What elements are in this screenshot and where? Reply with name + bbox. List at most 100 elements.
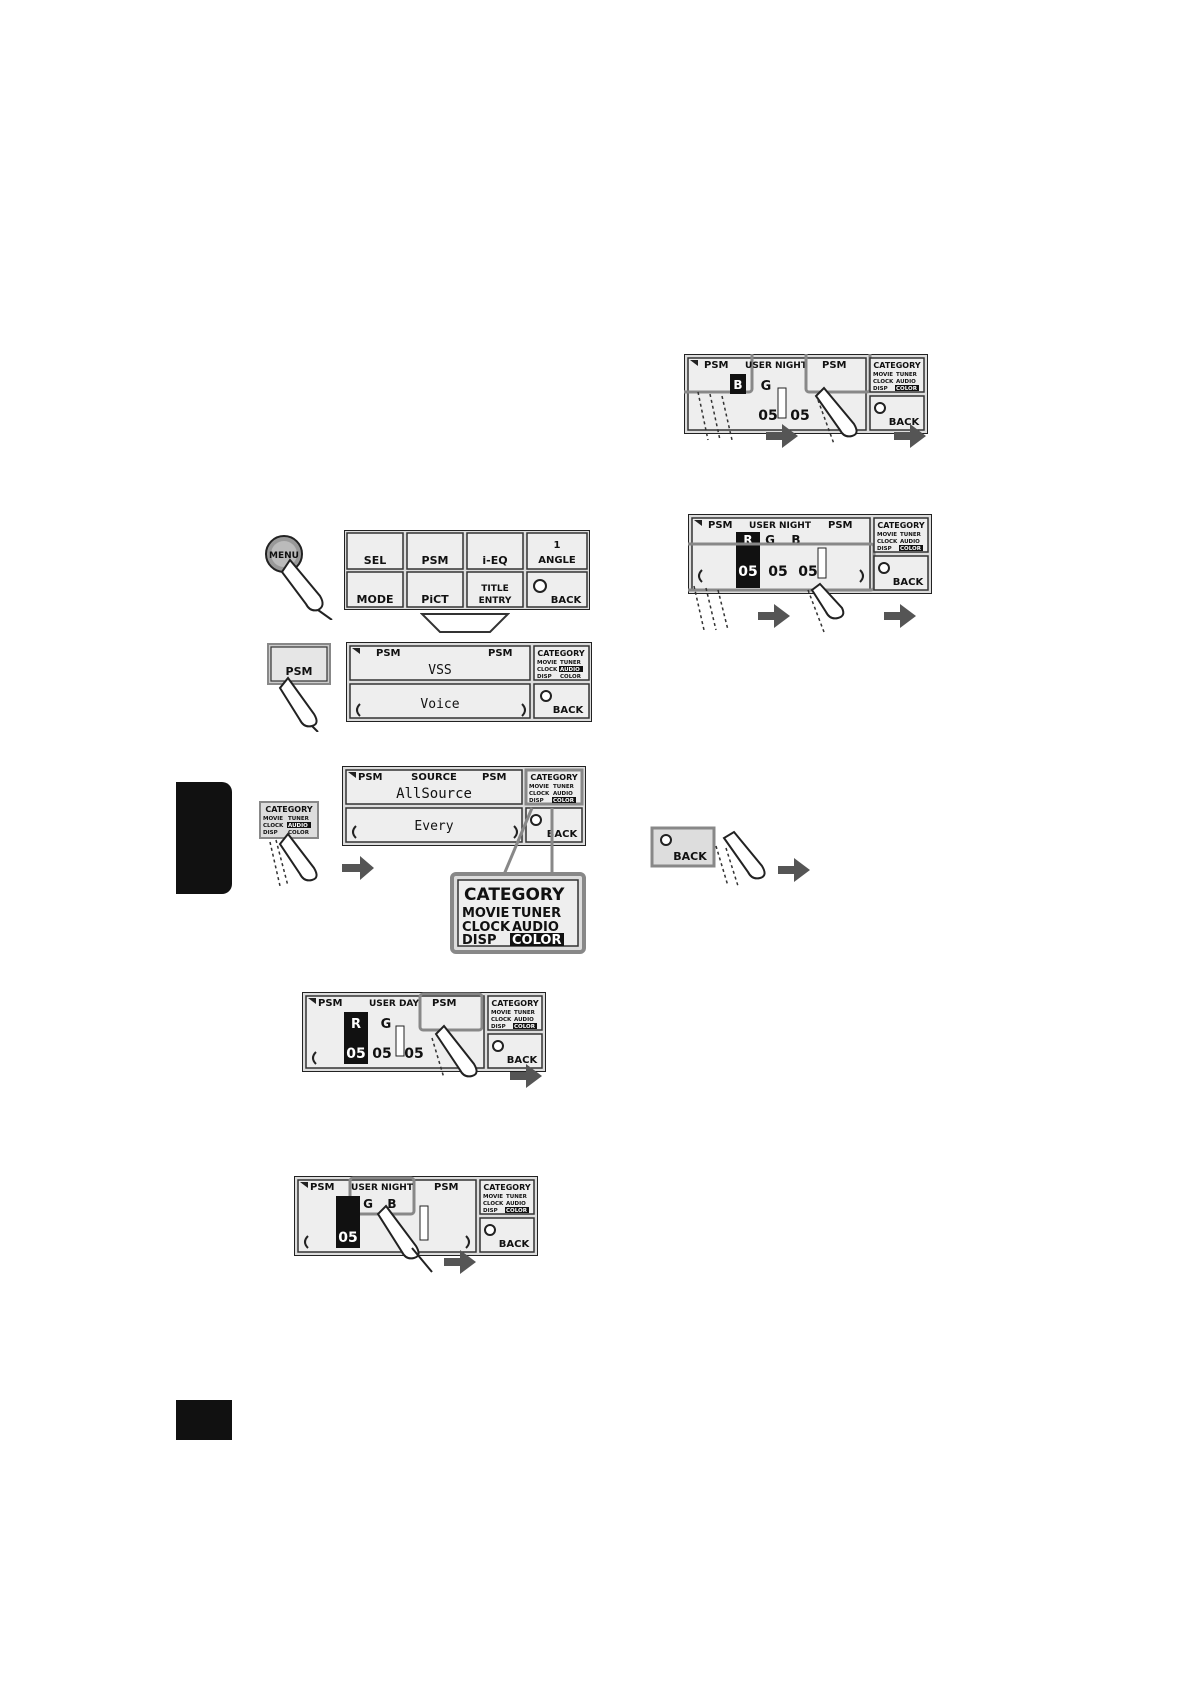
user-day-screen: PSM USER DAY PSM R 05 G 05 05 CATEGORY M… xyxy=(302,992,546,1072)
category-tuner: TUNER xyxy=(514,1010,536,1016)
user-night-fingers-3 xyxy=(693,582,916,633)
user-night-header: USER NIGHT xyxy=(351,1183,414,1193)
rotate-right-icon xyxy=(859,569,864,583)
blue-level[interactable]: 05 xyxy=(790,408,809,424)
category-clock: CLOCK xyxy=(529,791,550,797)
menu-item-sel[interactable]: SEL xyxy=(364,554,386,567)
menu-press-illustration: MENU xyxy=(265,535,333,620)
arrow-right-icon xyxy=(894,424,926,448)
menu-button-label[interactable]: MENU xyxy=(269,551,299,561)
category-movie: MOVIE xyxy=(873,372,893,378)
user-night-screen-3: PSM USER NIGHT PSM R G B 05 05 05 CATEGO… xyxy=(688,514,932,594)
green-level[interactable]: 05 xyxy=(768,564,787,580)
category-disp: DISP xyxy=(537,674,552,680)
psm-left-label[interactable]: PSM xyxy=(376,648,401,659)
back-label[interactable]: BACK xyxy=(893,577,925,588)
menu-item-entry[interactable]: ENTRY xyxy=(479,596,512,606)
back-label[interactable]: BACK xyxy=(547,829,579,840)
rotate-left-icon xyxy=(352,825,357,839)
green-level[interactable]: 05 xyxy=(372,1046,391,1062)
category-tuner: TUNER xyxy=(896,372,918,378)
back-label[interactable]: BACK xyxy=(889,417,921,428)
psm-left-label[interactable]: PSM xyxy=(358,772,383,783)
psm-right-label[interactable]: PSM xyxy=(488,648,513,659)
blue-channel-label: B xyxy=(791,533,800,547)
source-title: AllSource xyxy=(396,786,472,802)
category-key-title[interactable]: CATEGORY xyxy=(265,805,312,814)
category-tuner: TUNER xyxy=(560,660,582,666)
menu-item-pict[interactable]: PiCT xyxy=(421,593,449,606)
source-screen: PSM SOURCE PSM AllSource Every CATEGORY … xyxy=(342,766,586,846)
red-level[interactable]: 05 xyxy=(738,564,757,580)
user-night-finger-1 xyxy=(376,1204,476,1274)
red-level[interactable]: 05 xyxy=(338,1230,357,1246)
category-zoom-title: CATEGORY xyxy=(464,885,565,905)
vss-title: VSS xyxy=(428,663,451,678)
psm-left-label[interactable]: PSM xyxy=(310,1182,335,1193)
menu-item-angle[interactable]: ANGLE xyxy=(538,555,576,566)
category-tuner: TUNER xyxy=(553,784,575,790)
category-audio: AUDIO xyxy=(514,1017,534,1023)
knob-icon xyxy=(492,1040,504,1052)
back-label[interactable]: BACK xyxy=(553,705,585,716)
psm-left-label[interactable]: PSM xyxy=(318,998,343,1009)
category-title[interactable]: CATEGORY xyxy=(491,999,538,1008)
category-audio: AUDIO xyxy=(553,791,573,797)
knob-icon xyxy=(540,690,552,702)
menu-item-title: TITLE xyxy=(481,584,509,594)
knob-icon xyxy=(484,1224,496,1236)
menu-item-mode[interactable]: MODE xyxy=(357,593,394,606)
psm-left-label[interactable]: PSM xyxy=(708,520,733,531)
category-title[interactable]: CATEGORY xyxy=(877,521,924,530)
knob-icon xyxy=(874,402,886,414)
rotate-left-icon xyxy=(304,1235,309,1249)
blue-level[interactable]: 05 xyxy=(798,564,817,580)
red-level[interactable]: 05 xyxy=(346,1046,365,1062)
category-color: COLOR xyxy=(514,1024,536,1030)
category-key-tuner: TUNER xyxy=(288,816,310,822)
blue-level[interactable]: 05 xyxy=(404,1046,423,1062)
psm-right-label[interactable]: PSM xyxy=(434,1182,459,1193)
green-channel-label: G xyxy=(381,1017,392,1032)
psm-left-label[interactable]: PSM xyxy=(704,360,729,371)
green-level[interactable]: 05 xyxy=(758,408,777,424)
green-channel-label: G xyxy=(765,533,775,547)
category-zoom-audio: AUDIO xyxy=(512,920,559,935)
category-title[interactable]: CATEGORY xyxy=(483,1183,530,1192)
chapter-tab xyxy=(176,782,232,894)
arrow-right-icon xyxy=(766,424,798,448)
page-number-box xyxy=(176,1400,232,1440)
arrow-right-icon xyxy=(884,604,916,628)
user-night-header: USER NIGHT xyxy=(749,521,812,531)
category-disp: DISP xyxy=(877,546,892,552)
rotate-right-icon xyxy=(465,1235,470,1249)
back-label[interactable]: BACK xyxy=(499,1239,531,1250)
category-key-movie: MOVIE xyxy=(263,816,283,822)
category-key-color: COLOR xyxy=(288,830,310,836)
category-title[interactable]: CATEGORY xyxy=(873,361,920,370)
menu-item-angle-number: 1 xyxy=(554,540,561,551)
back-label[interactable]: BACK xyxy=(507,1055,539,1066)
category-zoom-clock: CLOCK xyxy=(462,920,511,935)
red-channel-label: R xyxy=(743,533,752,547)
back-key-label[interactable]: BACK xyxy=(673,850,707,863)
arrow-right-icon xyxy=(342,856,374,880)
category-clock: CLOCK xyxy=(491,1017,512,1023)
psm-right-label[interactable]: PSM xyxy=(482,772,507,783)
psm-key-label[interactable]: PSM xyxy=(286,665,313,678)
category-zoom-disp: DISP xyxy=(462,933,497,948)
rotate-left-icon xyxy=(698,569,703,583)
menu-grid: SEL PSM i-EQ 1 ANGLE MODE PiCT TITLE ENT… xyxy=(346,532,588,608)
knob-icon xyxy=(878,562,890,574)
psm-right-label[interactable]: PSM xyxy=(828,520,853,531)
category-title[interactable]: CATEGORY xyxy=(530,773,577,782)
psm-right-label[interactable]: PSM xyxy=(432,998,457,1009)
menu-item-psm[interactable]: PSM xyxy=(422,554,449,567)
psm-right-label[interactable]: PSM xyxy=(822,360,847,371)
menu-item-ieq[interactable]: i-EQ xyxy=(482,554,507,567)
category-clock: CLOCK xyxy=(537,667,558,673)
transition-arrow-icon xyxy=(420,613,510,633)
menu-item-back[interactable]: BACK xyxy=(551,595,583,606)
category-movie: MOVIE xyxy=(529,784,549,790)
category-title[interactable]: CATEGORY xyxy=(537,649,584,658)
